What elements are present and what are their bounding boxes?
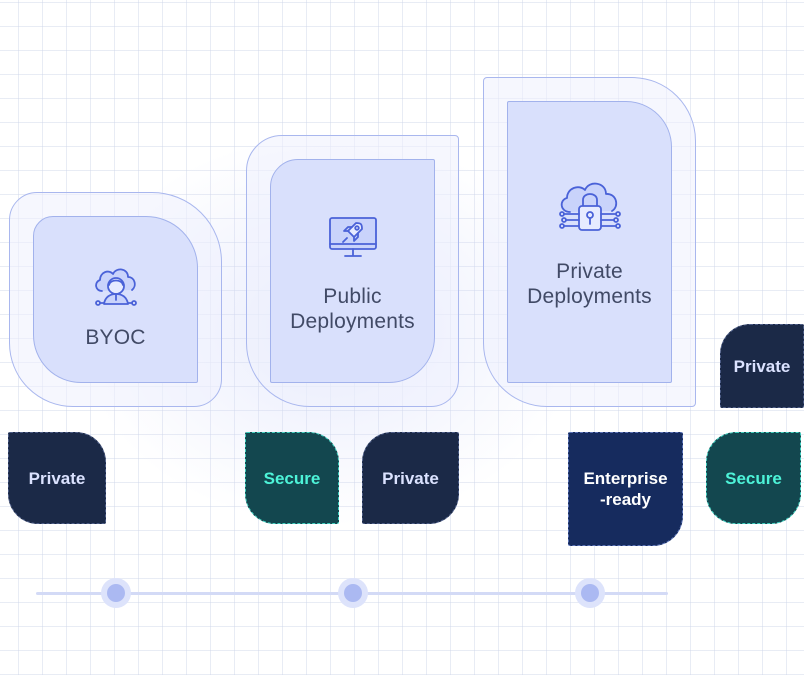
public-deployments-label: Public Deployments	[290, 285, 415, 333]
tag-private: Private	[362, 432, 459, 524]
timeline-stop[interactable]	[101, 578, 131, 608]
timeline-stop[interactable]	[338, 578, 368, 608]
tag-secure: Secure	[706, 432, 801, 524]
cloud-user-icon	[94, 268, 137, 306]
tag-private: Private	[720, 324, 804, 408]
tag-secure: Secure	[245, 432, 339, 524]
private-deployments-card[interactable]: Private Deployments	[507, 101, 672, 383]
byoc-card[interactable]: BYOC	[33, 216, 198, 383]
tag-private: Private	[8, 432, 106, 524]
tag-enterprise-ready: Enterprise -ready	[568, 432, 683, 546]
public-deployments-card[interactable]: Public Deployments	[270, 159, 435, 383]
cloud-lock-icon	[558, 182, 621, 231]
byoc-label: BYOC	[85, 326, 146, 349]
monitor-rocket-icon	[328, 217, 377, 257]
private-deployments-label: Private Deployments	[527, 260, 652, 308]
timeline-stop[interactable]	[575, 578, 605, 608]
